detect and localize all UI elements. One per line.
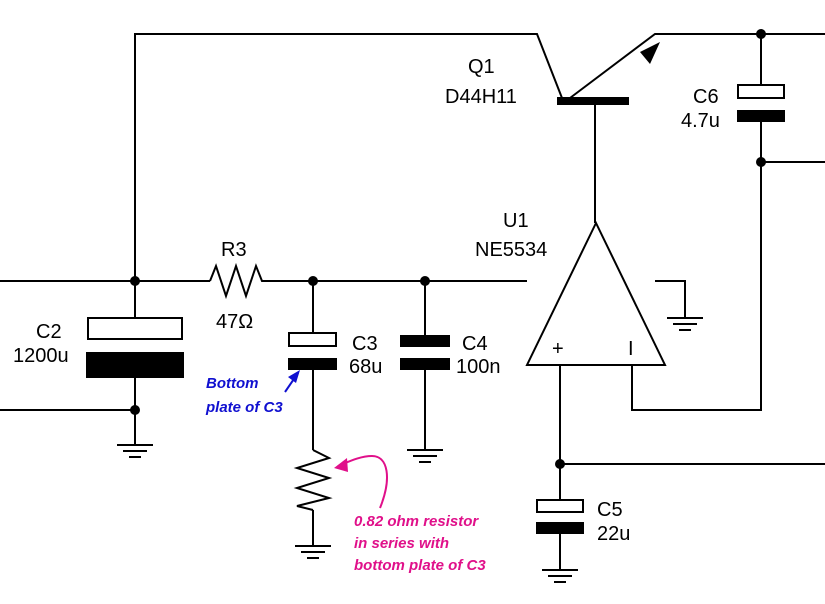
c4-value: 100n bbox=[456, 356, 501, 378]
q1-value: D44H11 bbox=[445, 86, 517, 108]
ground-icon bbox=[407, 449, 443, 463]
u1-pin-plus: + bbox=[552, 338, 564, 360]
c3-ref: C3 bbox=[352, 333, 378, 355]
note-bottom-line1: Bottom bbox=[206, 375, 259, 392]
capacitor-c2: C2 1200u bbox=[13, 317, 184, 378]
c3-top-plate bbox=[288, 332, 337, 347]
c4-top-plate bbox=[400, 335, 450, 347]
note-series-line2: in series with bbox=[354, 535, 449, 552]
u1-pin-minus: I bbox=[628, 338, 634, 360]
junction-dot bbox=[756, 157, 766, 167]
capacitor-c5: C5 22u bbox=[536, 499, 630, 545]
wire-top-rail bbox=[134, 33, 563, 281]
u1-ref: U1 bbox=[503, 210, 529, 232]
c2-bottom-plate bbox=[86, 352, 184, 378]
q1-base-bar bbox=[557, 97, 629, 105]
junction-dot bbox=[130, 276, 140, 286]
capacitor-c3: C3 68u bbox=[288, 332, 382, 378]
junction-dot bbox=[130, 405, 140, 415]
note-bottom-line2: plate of C3 bbox=[205, 399, 283, 416]
q1-emitter-arrow bbox=[640, 42, 660, 64]
c6-top-plate bbox=[737, 84, 785, 99]
r3-zigzag bbox=[209, 262, 268, 300]
ground-icon bbox=[117, 444, 153, 458]
junction-dot bbox=[555, 459, 565, 469]
r3-value: 47Ω bbox=[216, 311, 253, 333]
pink-arrow-icon bbox=[337, 454, 388, 509]
annotation-bottom-plate: Bottom plate of C3 bbox=[205, 370, 300, 416]
ground-icon bbox=[667, 317, 703, 331]
wire-u1-minus bbox=[631, 162, 762, 411]
capacitor-c4: C4 100n bbox=[400, 333, 501, 378]
capacitor-c6: C6 4.7u bbox=[681, 84, 785, 132]
note-series-line1: 0.82 ohm resistor bbox=[354, 513, 479, 530]
resistor-r3: R3 47Ω bbox=[209, 239, 268, 333]
ground-symbols bbox=[117, 317, 703, 583]
blue-arrowhead-icon bbox=[288, 370, 300, 383]
c6-ref: C6 bbox=[693, 86, 719, 108]
u1-triangle bbox=[525, 220, 667, 366]
c3-bottom-plate bbox=[288, 358, 337, 370]
c6-bottom-plate bbox=[737, 110, 785, 122]
c3-value: 68u bbox=[349, 356, 382, 378]
ground-icon bbox=[542, 569, 578, 583]
c5-bottom-plate bbox=[536, 522, 584, 534]
junction-dot bbox=[756, 29, 766, 39]
ground-icon bbox=[295, 545, 331, 559]
c2-value: 1200u bbox=[13, 345, 69, 367]
u1-value: NE5534 bbox=[475, 239, 547, 261]
c4-bottom-plate bbox=[400, 358, 450, 370]
r082-zigzag bbox=[293, 449, 333, 511]
junction-dot bbox=[308, 276, 318, 286]
resistor-series-c3 bbox=[293, 449, 333, 511]
c2-top-plate bbox=[87, 317, 183, 340]
wire-q1-emitter bbox=[569, 33, 825, 99]
r3-ref: R3 bbox=[221, 239, 247, 261]
wire-u1-ground bbox=[655, 280, 686, 318]
c4-ref: C4 bbox=[462, 333, 488, 355]
opamp-u1: + I U1 NE5534 bbox=[475, 210, 667, 366]
c5-value: 22u bbox=[597, 523, 630, 545]
annotation-series-resistor: 0.82 ohm resistor in series with bottom … bbox=[334, 454, 486, 574]
q1-ref: Q1 bbox=[468, 56, 495, 78]
c6-value: 4.7u bbox=[681, 110, 720, 132]
transistor-q1: Q1 D44H11 bbox=[445, 42, 660, 108]
c5-top-plate bbox=[536, 499, 584, 513]
junctions bbox=[130, 29, 766, 469]
c2-ref: C2 bbox=[36, 321, 62, 343]
note-series-line3: bottom plate of C3 bbox=[354, 557, 486, 574]
wires bbox=[0, 33, 825, 570]
c5-ref: C5 bbox=[597, 499, 623, 521]
junction-dot bbox=[420, 276, 430, 286]
pink-arrowhead-icon bbox=[334, 458, 348, 472]
